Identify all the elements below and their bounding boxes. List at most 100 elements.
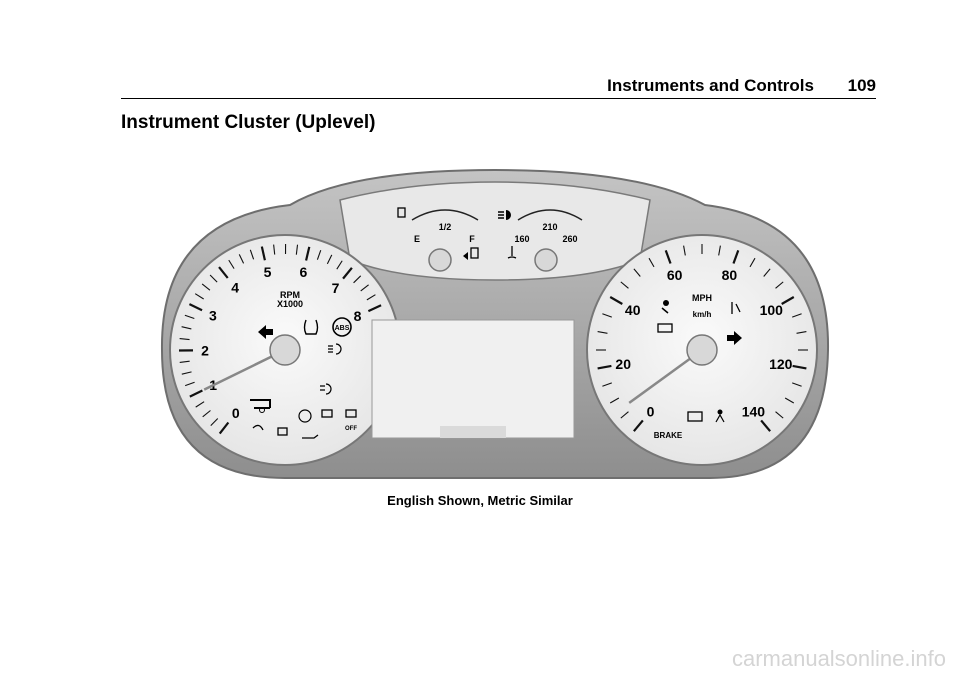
speedometer-major-tick bbox=[597, 364, 612, 370]
speedometer-tick-label: 80 bbox=[722, 267, 738, 283]
tachometer-tick-label: 2 bbox=[201, 342, 209, 358]
tachometer-major-tick bbox=[305, 246, 311, 261]
temperature-gauge-hub bbox=[534, 248, 558, 272]
page-header: Instruments and Controls 109 bbox=[121, 76, 876, 98]
fuel-gauge-hub bbox=[428, 248, 452, 272]
tachometer-minor-tick bbox=[202, 410, 211, 418]
fuel-full-label: F bbox=[469, 234, 475, 244]
rpm-multiplier-label: X1000 bbox=[277, 299, 303, 309]
abs-warning-icon: ABS bbox=[332, 317, 352, 337]
speedometer-tick-label: 40 bbox=[625, 302, 641, 318]
speedometer-minor-tick bbox=[683, 245, 686, 256]
tachometer-major-tick bbox=[342, 267, 353, 280]
speedometer-tick-label: 120 bbox=[769, 356, 793, 372]
passenger-airbag-icon bbox=[715, 409, 725, 423]
turn-signal-left-icon bbox=[258, 325, 273, 339]
speedometer-major-tick bbox=[633, 419, 644, 432]
high-beam-icon bbox=[498, 210, 511, 220]
driver-info-display bbox=[371, 319, 575, 439]
temperature-high-label: 260 bbox=[562, 234, 577, 244]
speedometer-major-tick bbox=[732, 250, 740, 264]
speedometer-minor-tick bbox=[609, 397, 620, 404]
check-engine-icon bbox=[687, 411, 703, 422]
headlamp-icon bbox=[328, 343, 342, 355]
traction-control-icon bbox=[321, 409, 333, 418]
tire-pressure-icon bbox=[303, 319, 319, 335]
tachometer-minor-tick bbox=[181, 326, 192, 330]
tachometer-minor-tick bbox=[209, 274, 218, 283]
fog-lamp-icon bbox=[320, 383, 332, 395]
tachometer-major-tick bbox=[189, 389, 203, 398]
speedometer-tick-label: 140 bbox=[742, 403, 766, 419]
brake-warning-label: BRAKE bbox=[654, 431, 683, 440]
turn-signal-right-icon bbox=[727, 331, 742, 345]
speedometer-minor-tick bbox=[602, 382, 612, 387]
fuel-gauge-arc bbox=[411, 209, 479, 221]
header-rule bbox=[121, 98, 876, 99]
fuel-empty-label: E bbox=[414, 234, 420, 244]
speedometer-minor-tick bbox=[602, 313, 612, 318]
tachometer-minor-tick bbox=[336, 260, 343, 270]
service-steering-icon bbox=[252, 424, 264, 431]
watermark: carmanualsonline.info bbox=[731, 646, 946, 671]
tachometer-minor-tick bbox=[181, 371, 192, 375]
lane-keep-icon bbox=[298, 409, 312, 423]
speedometer-minor-tick bbox=[597, 331, 608, 334]
abs-label: ABS bbox=[335, 325, 350, 332]
tachometer-minor-tick bbox=[273, 244, 276, 255]
speedometer-tick-label: 100 bbox=[760, 302, 784, 318]
page-number: 109 bbox=[847, 76, 876, 95]
speedometer-major-tick bbox=[781, 296, 795, 305]
tachometer-minor-tick bbox=[295, 244, 299, 255]
tachometer-minor-tick bbox=[238, 254, 245, 264]
tachometer-minor-tick bbox=[210, 418, 219, 427]
tachometer-major-tick bbox=[218, 266, 229, 279]
speedometer-minor-tick bbox=[792, 313, 802, 318]
coolant-temperature-icon bbox=[507, 246, 517, 259]
tachometer-tick-label: 3 bbox=[209, 307, 217, 323]
speedometer-tick-marks bbox=[596, 244, 808, 432]
tachometer-minor-tick bbox=[179, 337, 190, 341]
traction-control-off-icon: OFF bbox=[345, 409, 357, 432]
tachometer-minor-tick bbox=[326, 254, 333, 265]
speedometer-minor-tick bbox=[620, 411, 629, 419]
tachometer-tick-label: 4 bbox=[231, 279, 239, 295]
tachometer-minor-tick bbox=[179, 360, 190, 363]
figure-caption: English Shown, Metric Similar bbox=[387, 493, 573, 508]
upper-gauge-pod bbox=[339, 181, 651, 281]
display-tab bbox=[440, 426, 506, 438]
speedometer-minor-tick bbox=[775, 281, 784, 289]
tachometer-minor-tick bbox=[353, 275, 362, 284]
speedometer-major-tick bbox=[792, 364, 807, 370]
tachometer-minor-tick bbox=[360, 284, 369, 292]
tachometer-tick-label: 6 bbox=[299, 264, 307, 280]
temperature-mid-label: 210 bbox=[542, 222, 557, 232]
tachometer-major-tick bbox=[218, 421, 230, 435]
tachometer-hub bbox=[269, 334, 301, 366]
speedometer-tick-label: 0 bbox=[647, 403, 655, 419]
speedometer-minor-tick bbox=[718, 245, 721, 256]
speedometer-minor-tick bbox=[620, 281, 629, 289]
tachometer-major-tick bbox=[188, 303, 203, 312]
speedometer-tick-label: 60 bbox=[667, 267, 683, 283]
speedometer-major-tick bbox=[609, 296, 623, 305]
fuel-pump-icon bbox=[397, 207, 406, 218]
tachometer-minor-tick bbox=[195, 401, 205, 408]
fuel-half-label: 1/2 bbox=[439, 222, 452, 232]
tachometer-minor-tick bbox=[184, 314, 195, 320]
tachometer-major-tick bbox=[260, 246, 266, 261]
speedometer-minor-tick bbox=[784, 397, 795, 404]
speedometer-major-tick bbox=[760, 419, 771, 432]
seatbelt-icon bbox=[731, 302, 741, 314]
tachometer-minor-tick bbox=[201, 283, 211, 291]
tachometer-minor-tick bbox=[316, 250, 322, 260]
temperature-low-label: 160 bbox=[514, 234, 529, 244]
speedometer-hub bbox=[686, 334, 718, 366]
tachometer-minor-tick bbox=[184, 381, 195, 387]
kmh-label: km/h bbox=[693, 310, 712, 319]
temperature-gauge-arc bbox=[517, 209, 583, 221]
tachometer-major-tick bbox=[367, 304, 382, 313]
page-heading: Instrument Cluster (Uplevel) bbox=[121, 112, 376, 133]
